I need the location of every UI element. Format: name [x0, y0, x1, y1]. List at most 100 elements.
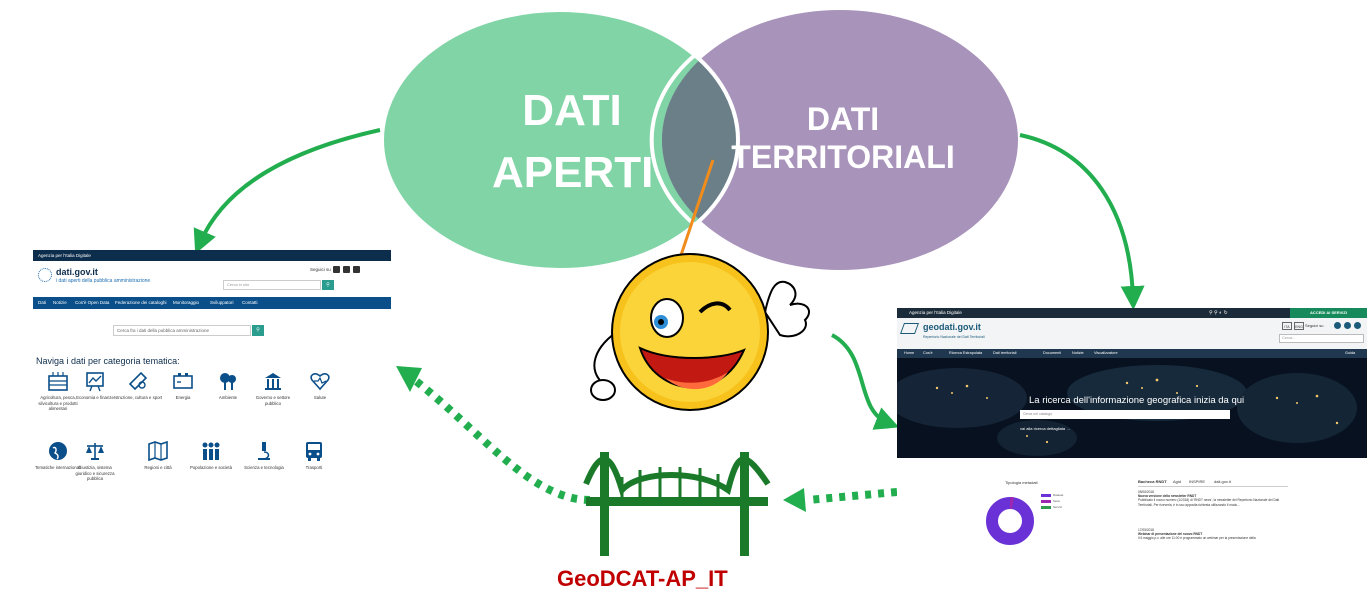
- category-istruzione[interactable]: Istruzione, cultura e sport: [113, 370, 163, 401]
- main-nav: Dati Notizie Cos'è Open Data Federazione…: [33, 297, 391, 309]
- legend-swatch-servizi: [1041, 506, 1051, 509]
- category-label: Tematiche internazionali: [34, 465, 82, 470]
- main-nav: Home Cos'è Ricerca Estrapolata Dati terr…: [897, 349, 1367, 358]
- bridge-icon: [583, 452, 771, 556]
- nav-item-monitoraggio[interactable]: Monitoraggio: [173, 300, 200, 305]
- access-services-button[interactable]: ACCEDI AI SERVIZI: [1290, 308, 1367, 318]
- nav-item-dati[interactable]: Dati: [38, 300, 47, 305]
- hero-banner: La ricerca dell'informazione geografica …: [897, 358, 1367, 458]
- lang-eng-button[interactable]: ENG: [1294, 322, 1304, 330]
- twitter-icon[interactable]: [343, 266, 350, 273]
- site-logo-subtitle: i dati aperti della pubblica amministraz…: [56, 278, 151, 284]
- category-label: Trasporti: [305, 465, 323, 470]
- dati-gov-logo-icon: [38, 268, 52, 282]
- venn-overlap-border: [649, 53, 697, 227]
- tab-agid[interactable]: Agid: [1173, 479, 1182, 484]
- night-earth-image: [897, 358, 1367, 458]
- category-label: Ambiente: [218, 395, 238, 400]
- arrow-to-geodati: [1019, 133, 1145, 310]
- nav-item-cose[interactable]: Cos'è: [923, 351, 933, 355]
- header-search-input[interactable]: Cerca...: [1279, 334, 1364, 343]
- government-building-icon: [265, 373, 281, 390]
- header-search-button[interactable]: ⚲: [322, 280, 334, 290]
- accessibility-icons[interactable]: ⚲ ⚲ ◐ ↻: [1209, 310, 1228, 316]
- follow-label: Seguici su: [1305, 323, 1324, 328]
- venn-overlap-outline: [380, 8, 740, 272]
- nav-item-sviluppatori[interactable]: Sviluppatori: [210, 300, 234, 305]
- category-agricoltura[interactable]: Agricoltura, pesca, silvicoltura e prodo…: [33, 370, 83, 412]
- news-item[interactable]: 05/06/2018 Nuova versione della newslett…: [1138, 490, 1288, 507]
- nav-item-contatti[interactable]: Contatti: [242, 300, 258, 305]
- agriculture-icon: [48, 372, 68, 391]
- nav-item-dati-territoriali[interactable]: Dati territoriali: [993, 351, 1017, 355]
- tab-bacheca-rndt[interactable]: Bacheca RNDT: [1138, 479, 1167, 484]
- globe-icon: [49, 442, 67, 460]
- heart-pulse-icon: [310, 373, 330, 391]
- donut-title: Tipologia metadati: [1005, 480, 1038, 485]
- category-regioni[interactable]: Regioni e città: [133, 440, 183, 471]
- arrow-smiley-to-geodati: [830, 333, 900, 430]
- nav-item-documenti[interactable]: Documenti: [1043, 351, 1062, 355]
- detailed-search-link[interactable]: vai alla ricerca dettagliata →: [1020, 426, 1071, 431]
- diploma-icon: [128, 371, 148, 391]
- youtube-icon[interactable]: [1354, 322, 1361, 329]
- category-label: Energia: [175, 395, 191, 400]
- dati-territoriali-label: DATI TERRITORIALI: [728, 100, 958, 176]
- nav-item-notizie[interactable]: Notizie: [1072, 351, 1084, 355]
- tab-dati-gov[interactable]: dati.gov.it: [1214, 479, 1231, 484]
- category-label: Regioni e città: [144, 465, 172, 470]
- dati-aperti-line2: APERTI: [492, 148, 654, 197]
- agency-bar: Agenzia per l'Italia Digitale: [33, 250, 391, 261]
- nav-item-notizie[interactable]: Notizie: [53, 300, 67, 305]
- news-item[interactable]: 17/05/2018 Webinar di presentazione del …: [1138, 528, 1288, 541]
- arrow-to-dati-gov: [193, 128, 381, 255]
- category-label: Giustizia, sistema giuridico e sicurezza…: [75, 465, 115, 481]
- venn-circle-dati-territoriali: [662, 10, 1018, 270]
- category-salute[interactable]: Salute: [295, 370, 345, 401]
- category-label: Salute: [313, 395, 327, 400]
- facebook-icon[interactable]: [1334, 322, 1341, 329]
- twitter-icon[interactable]: [1344, 322, 1351, 329]
- people-icon: [202, 442, 220, 460]
- nav-item-home[interactable]: Home: [904, 351, 915, 355]
- dataset-search-button[interactable]: ⚲: [252, 325, 264, 336]
- geodati-screenshot: Agenzia per l'Italia Digitale ⚲ ⚲ ◐ ↻ AC…: [897, 308, 1367, 558]
- dati-territoriali-line1: DATI: [806, 101, 880, 137]
- legend-swatch-serie: [1041, 500, 1051, 503]
- news-title[interactable]: Nuova versione della newsletter RNDT: [1138, 494, 1197, 499]
- category-governo[interactable]: Governo e settore pubblico: [248, 370, 298, 406]
- category-giustizia[interactable]: Giustizia, sistema giuridico e sicurezza…: [70, 440, 120, 482]
- nav-item-ricerca[interactable]: Ricerca Estrapolata: [949, 351, 983, 355]
- hero-search-input[interactable]: Cerca nel catalogo: [1020, 410, 1230, 419]
- dati-aperti-line1: DATI: [522, 86, 622, 135]
- chart-board-icon: [86, 372, 104, 392]
- dataset-search-input[interactable]: Cerca fra i dati della pubblica amminist…: [113, 325, 251, 336]
- rss-icon[interactable]: [353, 266, 360, 273]
- legend-swatch-dataset: [1041, 494, 1051, 497]
- lang-ita-button[interactable]: ITA: [1282, 322, 1292, 330]
- nav-item-visualizzatore[interactable]: Visualizzatore: [1094, 351, 1118, 355]
- category-trasporti[interactable]: Trasporti: [289, 440, 339, 471]
- header-search-input[interactable]: Cerca in sito: [223, 280, 321, 290]
- guide-link[interactable]: Guida: [1345, 351, 1356, 355]
- category-label: Agricoltura, pesca, silvicoltura e prodo…: [38, 395, 78, 411]
- category-ambiente[interactable]: Ambiente: [203, 370, 253, 401]
- nav-item-federazione[interactable]: Federazione dei cataloghi: [115, 300, 167, 305]
- winking-smiley-icon: [590, 159, 810, 411]
- category-popolazione[interactable]: Popolazione e società: [186, 440, 236, 471]
- site-logo-title[interactable]: geodati.gov.it: [923, 322, 981, 332]
- category-internazionali[interactable]: Tematiche internazionali: [33, 440, 83, 471]
- scales-icon: [86, 443, 104, 460]
- news-body: Pubblicato il nuovo numero (1/2018) di '…: [1138, 498, 1280, 507]
- category-energia[interactable]: Energia: [158, 370, 208, 401]
- category-economia[interactable]: Economia e finanze: [70, 370, 120, 401]
- youtube-icon[interactable]: [333, 266, 340, 273]
- site-logo-title[interactable]: dati.gov.it: [56, 267, 98, 277]
- tab-inspire[interactable]: INSPIRE: [1189, 479, 1206, 484]
- news-title[interactable]: Webinar di presentazione del nuovo RNDT: [1138, 532, 1203, 537]
- microscope-icon: [258, 442, 270, 460]
- dati-gov-screenshot: Agenzia per l'Italia Digitale dati.gov.i…: [33, 250, 391, 500]
- nav-item-cose-open-data[interactable]: Cos'è Open Data: [75, 300, 110, 305]
- dotted-arrowhead-right: [783, 488, 806, 512]
- category-scienza[interactable]: Scienza e tecnologia: [239, 440, 289, 471]
